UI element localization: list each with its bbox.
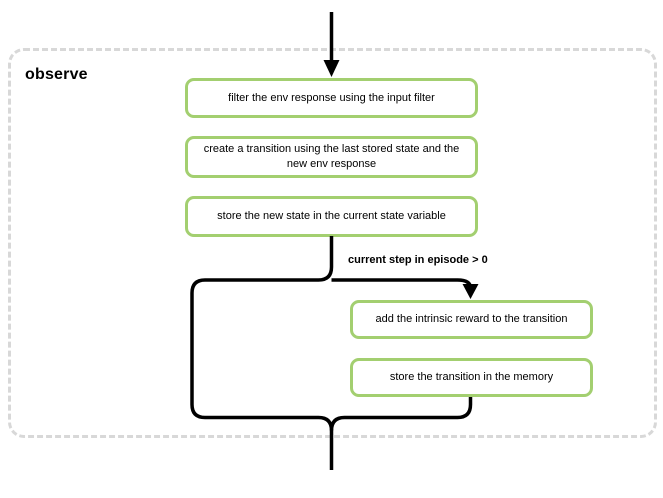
node-label: add the intrinsic reward to the transiti…	[375, 313, 568, 326]
node-label: filter the env response using the input …	[228, 91, 435, 104]
node-label: create a transition using the last store…	[203, 143, 460, 170]
node-add-intrinsic-reward: add the intrinsic reward to the transiti…	[350, 300, 593, 339]
diagram-title: observe	[25, 66, 88, 83]
node-store-new-state: store the new state in the current state…	[185, 196, 478, 237]
node-filter-env-response: filter the env response using the input …	[185, 78, 478, 118]
node-label: store the new state in the current state…	[217, 210, 446, 223]
node-store-transition: store the transition in the memory	[350, 358, 593, 397]
condition-edge-label: current step in episode > 0	[348, 254, 488, 266]
node-create-transition: create a transition using the last store…	[185, 136, 478, 178]
node-label: store the transition in the memory	[389, 371, 554, 384]
